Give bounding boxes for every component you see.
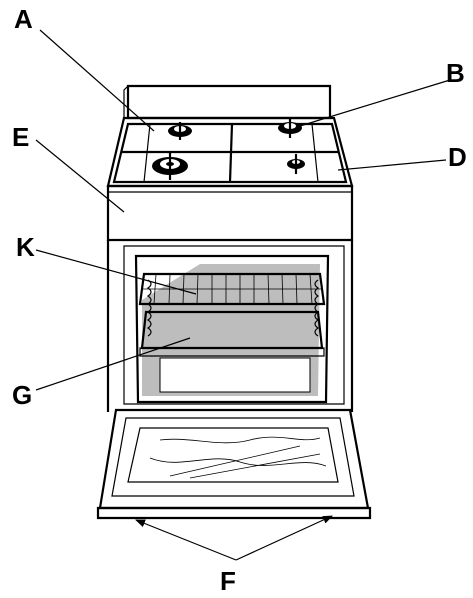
leader-b — [299, 79, 451, 127]
burner-rear-left — [168, 122, 192, 140]
callout-d: D — [448, 142, 467, 172]
callout-a: A — [14, 4, 33, 34]
callout-e: E — [12, 122, 29, 152]
leader-k — [35, 249, 197, 295]
leader-lines — [35, 29, 451, 561]
hob-top — [106, 116, 354, 188]
burner-rear-right — [278, 119, 302, 138]
burner-front-right — [287, 154, 305, 174]
burner-front-left — [152, 152, 188, 180]
oven-body — [106, 240, 354, 412]
leader-e — [35, 139, 125, 213]
callout-k: K — [16, 232, 35, 262]
oven-door — [96, 408, 372, 520]
leader-f-left — [135, 519, 237, 561]
callout-f: F — [220, 566, 236, 596]
oven-baking-tray — [139, 310, 325, 357]
backsplash — [123, 84, 332, 120]
leader-f-right — [235, 515, 333, 561]
leader-g — [35, 337, 191, 391]
oven-wire-shelf — [138, 272, 326, 306]
leader-a — [39, 29, 155, 132]
callout-g: G — [12, 380, 32, 410]
control-panel — [106, 184, 354, 242]
leader-d — [337, 159, 447, 171]
callout-b: B — [446, 58, 465, 88]
